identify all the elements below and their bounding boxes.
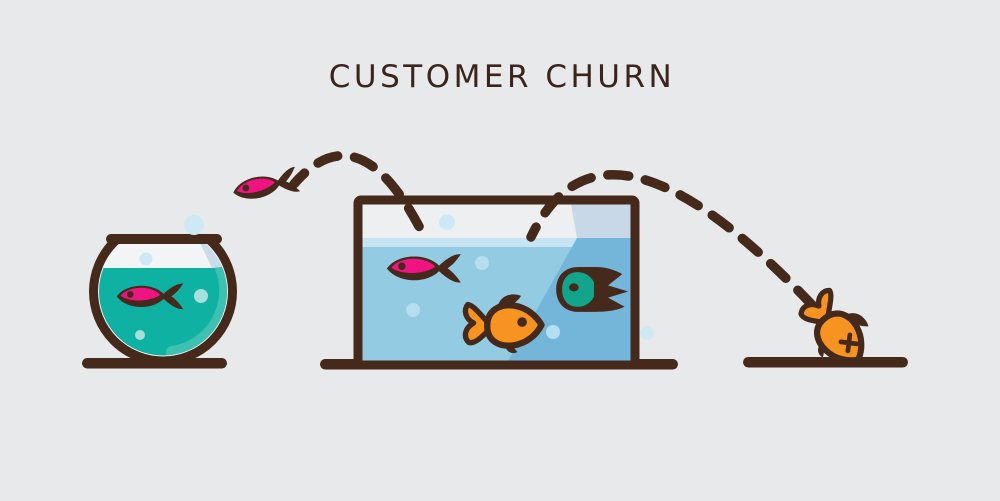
- bubble: [135, 330, 145, 340]
- page-title: CUSTOMER CHURN: [329, 59, 675, 95]
- bubble: [406, 303, 420, 317]
- tank-frame: [353, 195, 640, 370]
- bubble: [139, 252, 153, 266]
- bubble: [546, 325, 560, 339]
- bowl-water-highlight: [166, 262, 227, 356]
- gold-fish-in-tank: [465, 294, 541, 353]
- dead-fish-icon: [791, 282, 882, 376]
- tank-glass-tint: [571, 204, 631, 238]
- aquarium-tank-icon: [353, 195, 654, 370]
- bubble: [475, 256, 489, 270]
- dead-eye-cross-icon: [838, 332, 860, 354]
- churn-arc-dead: [526, 170, 819, 312]
- teal-fish-icon: [556, 267, 629, 312]
- tank-water-surface: [362, 238, 631, 247]
- ground-line-dead-fish: [743, 357, 908, 368]
- bubble: [640, 326, 654, 340]
- bowl-rim: [106, 234, 222, 244]
- bowl-top-cut: [85, 208, 243, 238]
- fishbowl-icon: [85, 208, 243, 366]
- bubble: [184, 215, 204, 235]
- churn-arc-bowl: [289, 151, 429, 241]
- bubble: [439, 214, 455, 230]
- bubble: [194, 289, 208, 303]
